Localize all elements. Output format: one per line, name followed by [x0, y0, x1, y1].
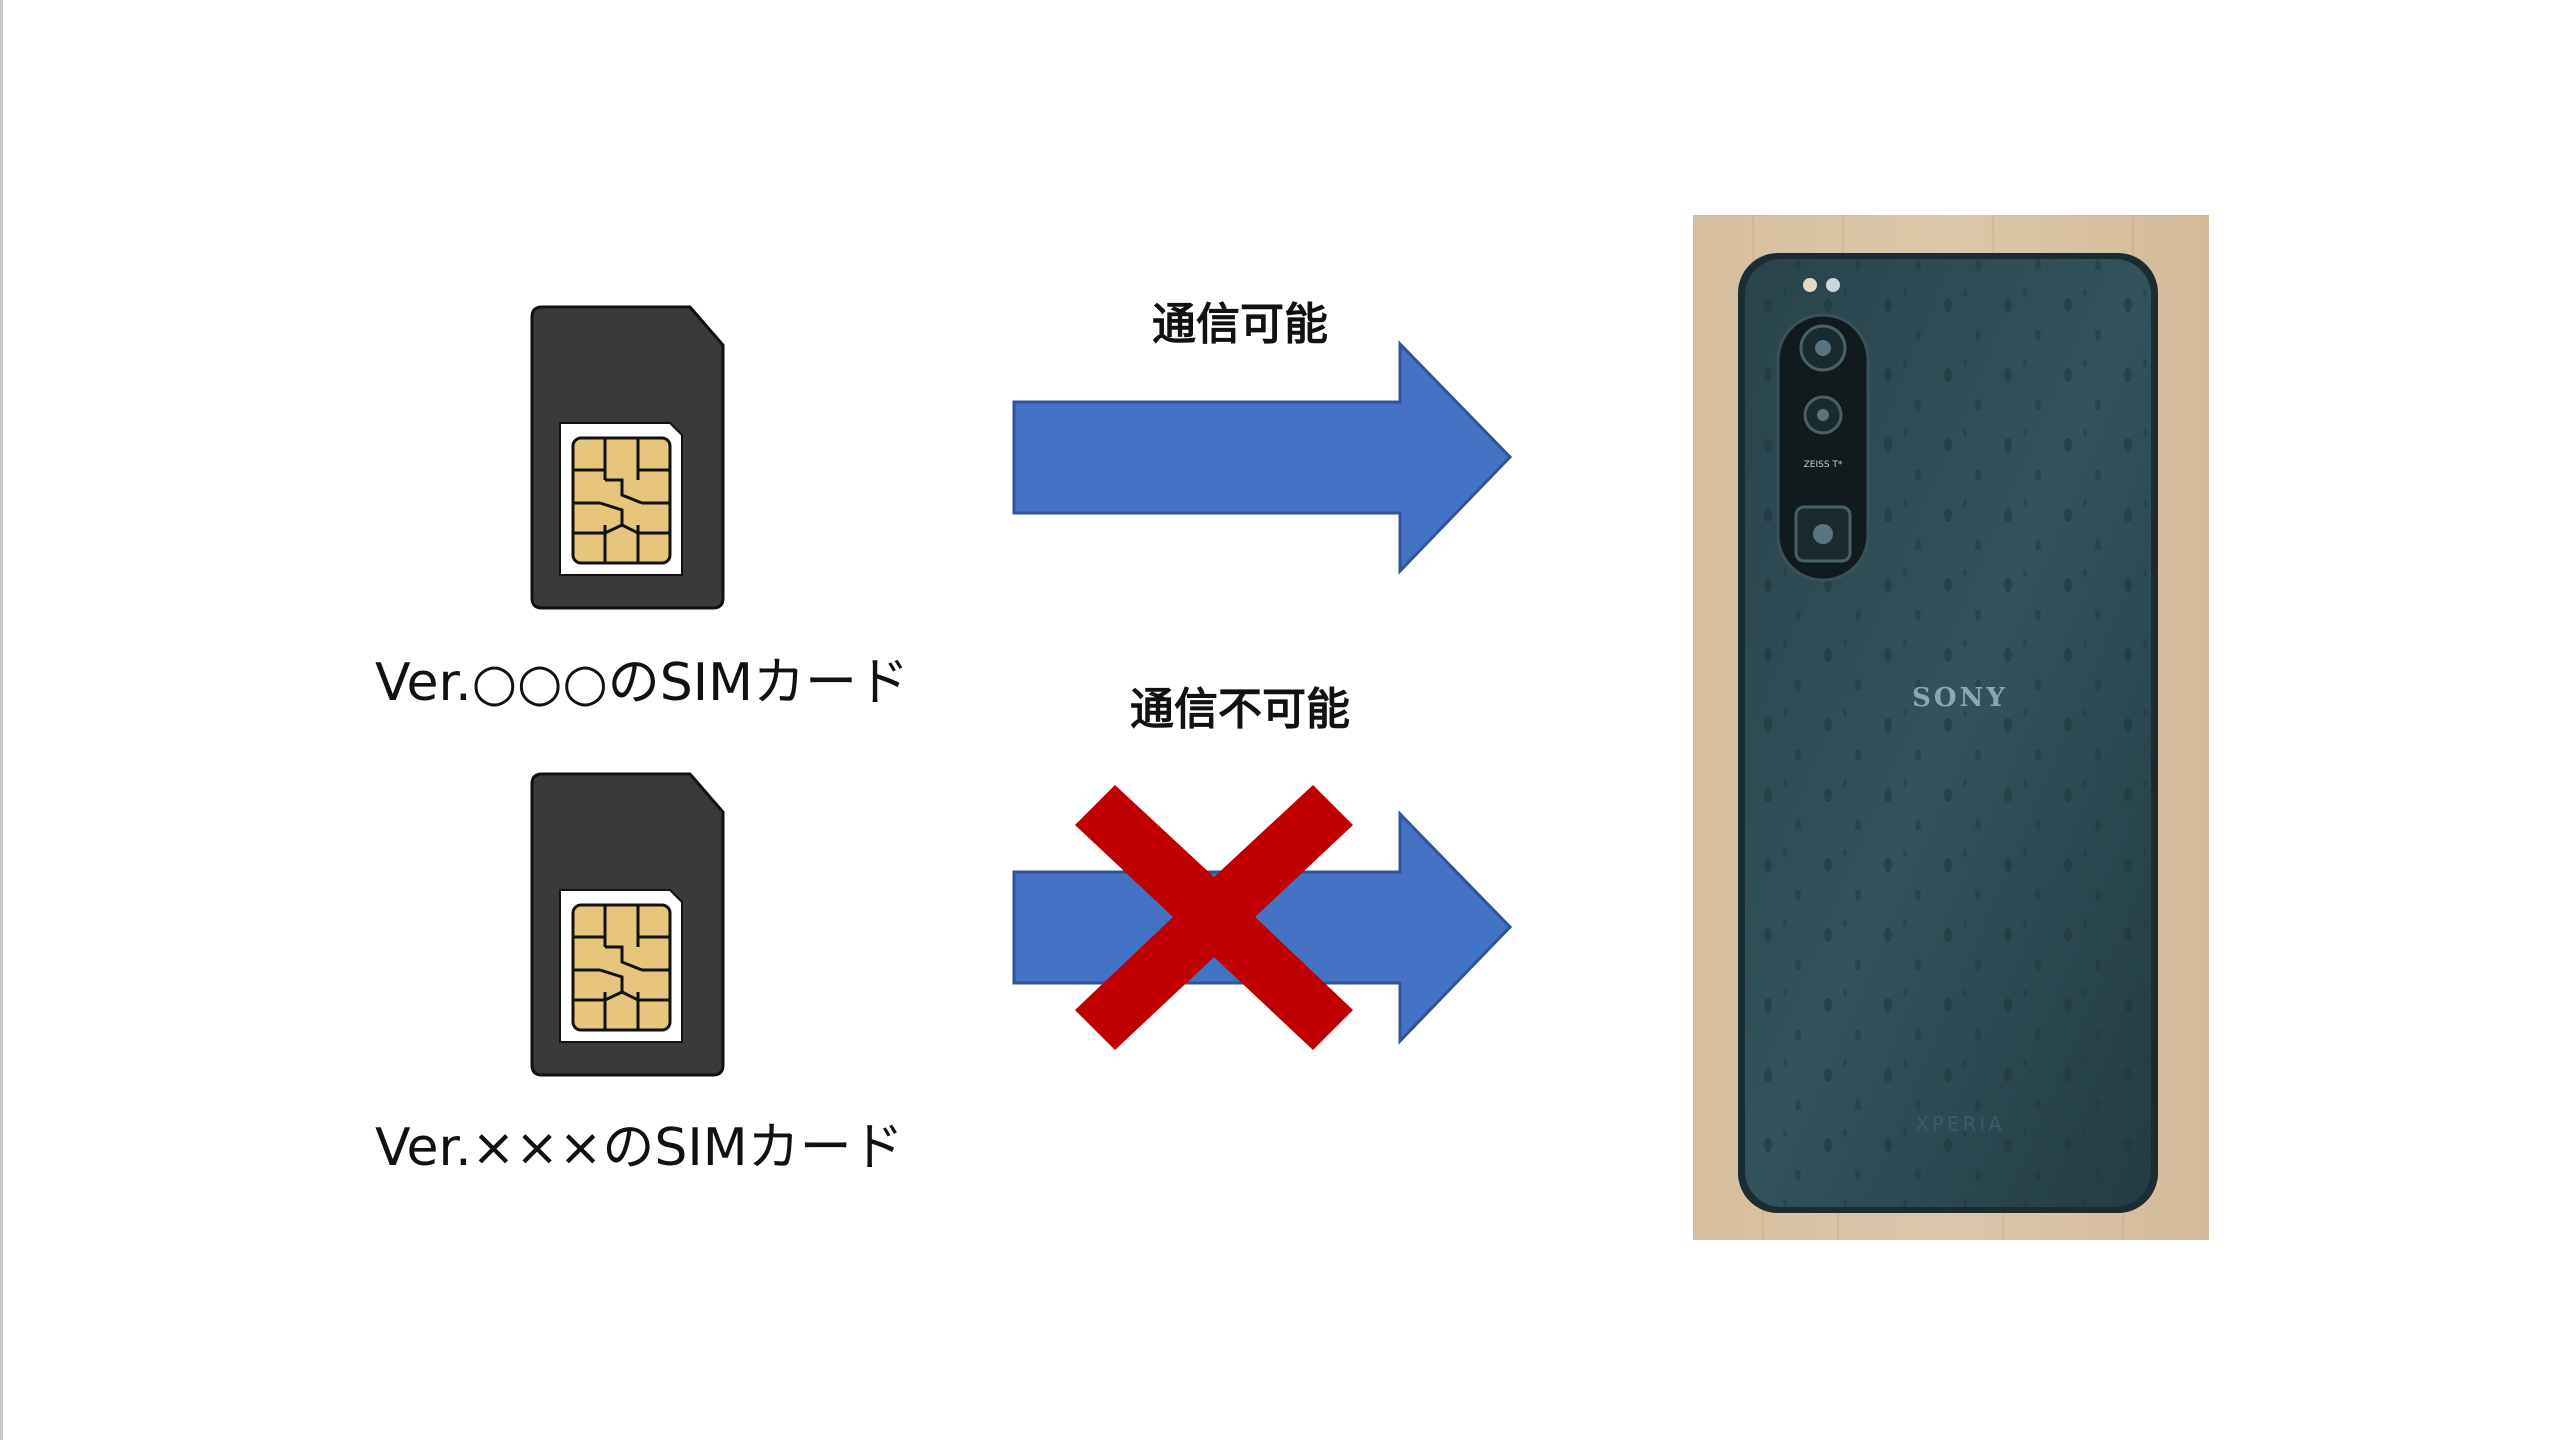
- slide-border: [0, 0, 3, 1440]
- arrow-right-icon: [1012, 340, 1513, 575]
- svg-text:ZEISS T*: ZEISS T*: [1804, 460, 1843, 470]
- sim-card-label: Ver.○○○のSIMカード: [375, 653, 909, 713]
- sim-card-icon: [530, 305, 725, 610]
- arrow-label-success: 通信可能: [1152, 299, 1328, 350]
- brand-logo: SONY: [1912, 683, 2008, 713]
- smartphone-photo: ZEISS T*: [1693, 215, 2209, 1240]
- sim-card-label: Ver.×××のSIMカード: [375, 1118, 904, 1178]
- sim-card-icon: [530, 772, 725, 1077]
- arrow-label-blocked: 通信不可能: [1130, 684, 1350, 735]
- cross-icon: [1075, 785, 1353, 1050]
- model-logo: XPERIA: [1915, 1112, 2005, 1136]
